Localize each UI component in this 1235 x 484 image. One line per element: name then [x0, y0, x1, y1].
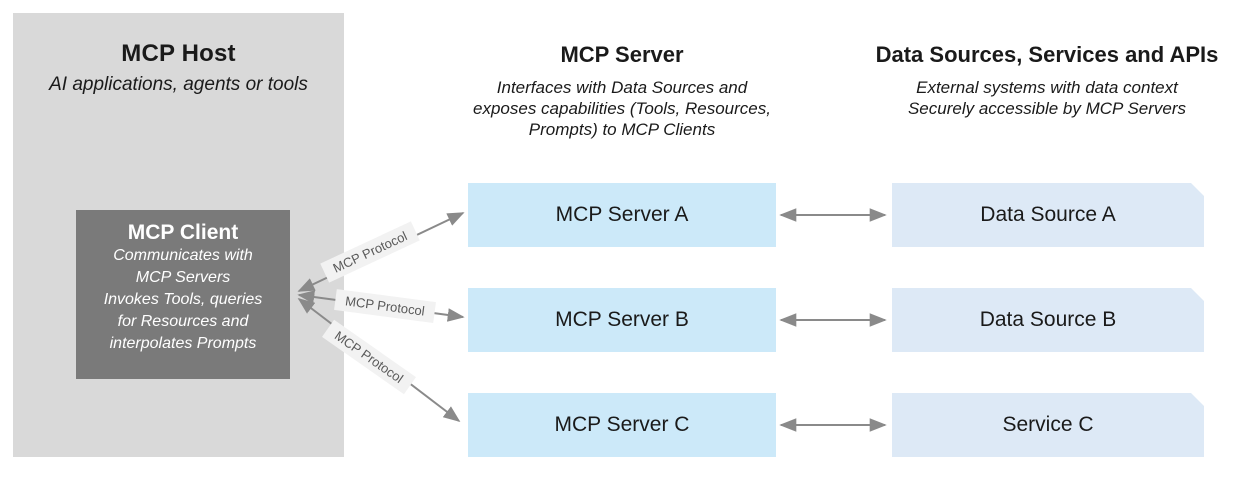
service-box-c: Service C	[892, 393, 1204, 457]
client-description-line: MCP Servers	[135, 269, 231, 286]
sources-column-subtitle-line: Securely accessible by MCP Servers	[907, 99, 1187, 118]
server-box-c: MCP Server C	[468, 393, 776, 457]
server-column-subtitle-line: Interfaces with Data Sources and	[496, 78, 748, 97]
data-source-box-b: Data Source B	[892, 288, 1204, 352]
client-description-line: interpolates Prompts	[109, 335, 257, 352]
server-box-a-label: MCP Server A	[555, 203, 689, 226]
client-description-line: Invokes Tools, queries	[103, 291, 263, 308]
sources-column-header: Data Sources, Services and APIs External…	[858, 42, 1235, 119]
service-box-c-label: Service C	[1002, 413, 1094, 436]
mcp-client-box: MCP Client Communicates with MCP Servers…	[76, 210, 290, 379]
mcp-host-panel: MCP Host AI applications, agents or tool…	[13, 13, 344, 457]
sources-column-title: Data Sources, Services and APIs	[875, 42, 1219, 67]
sources-column-subtitle-line: External systems with data context	[916, 78, 1178, 97]
protocol-label-b: MCP Protocol	[334, 289, 436, 323]
server-column-header: MCP Server Interfaces with Data Sources …	[455, 42, 789, 140]
data-source-box-b-label: Data Source B	[979, 308, 1117, 331]
client-title: MCP Client	[127, 221, 239, 244]
server-box-a: MCP Server A	[468, 183, 776, 247]
data-source-box-a: Data Source A	[892, 183, 1204, 247]
server-column-subtitle-line: Prompts) to MCP Clients	[528, 120, 716, 139]
server-box-b: MCP Server B	[468, 288, 776, 352]
server-box-b-label: MCP Server B	[555, 308, 689, 331]
host-title: MCP Host	[121, 40, 236, 67]
data-source-box-a-label: Data Source A	[980, 203, 1116, 226]
server-column-subtitle-line: exposes capabilities (Tools, Resources,	[473, 99, 771, 118]
client-description-line: for Resources and	[117, 313, 249, 330]
server-column-title: MCP Server	[560, 42, 684, 67]
server-box-c-label: MCP Server C	[554, 413, 690, 436]
client-description-line: Communicates with	[113, 247, 253, 264]
host-subtitle: AI applications, agents or tools	[49, 74, 308, 95]
